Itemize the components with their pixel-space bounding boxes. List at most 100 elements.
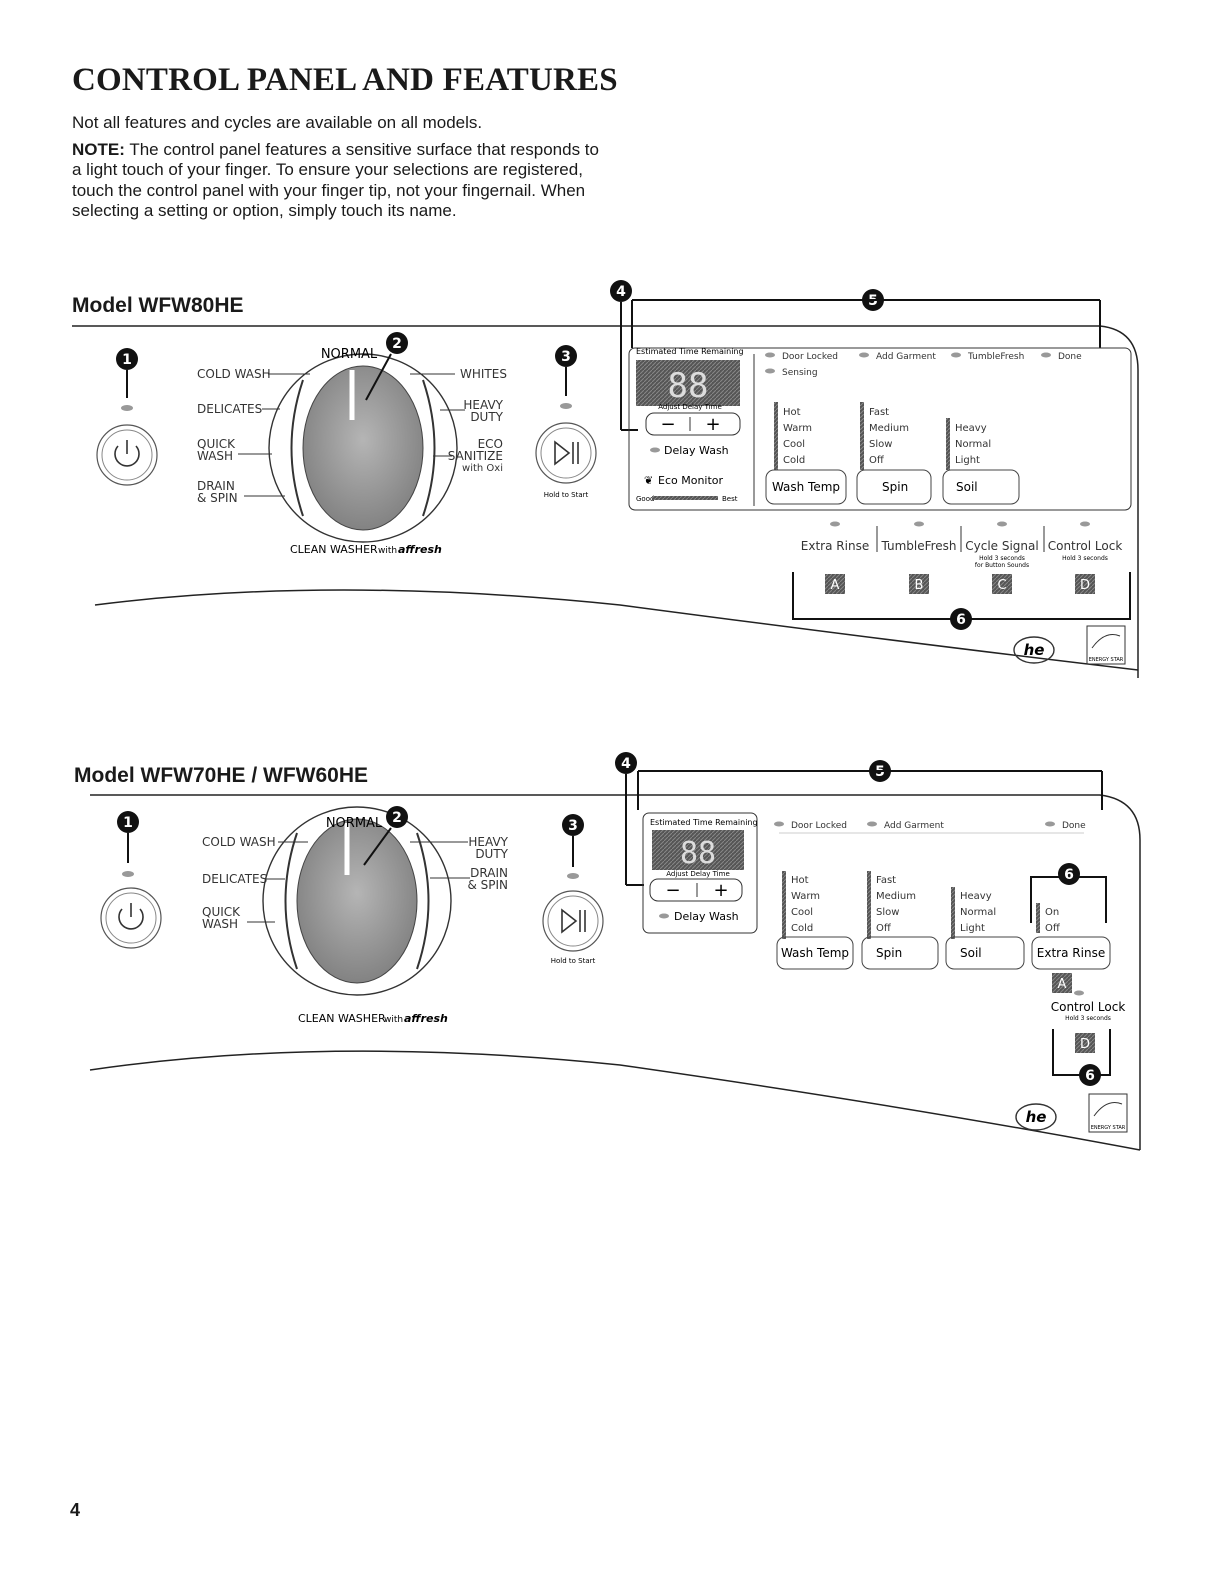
m2-soil-light: Light [960, 923, 985, 934]
panel2-bottom-curve [89, 1050, 1141, 1151]
m2-wash-temp-button[interactable] [776, 936, 854, 970]
eco-meter [652, 496, 718, 500]
m2-extra-rinse-button[interactable] [1031, 936, 1111, 970]
m2-callout-6a-badge [1058, 863, 1080, 885]
wash-temp-button[interactable] [765, 469, 847, 505]
m2-delay-minus-button[interactable]: − [665, 880, 680, 901]
m2-status-add-garment: Add Garment [884, 821, 944, 831]
soil-button[interactable] [942, 469, 1020, 505]
m2-rinse-on: On [1045, 907, 1059, 918]
delay-wash-button[interactable]: Delay Wash [664, 444, 729, 457]
option-tumblefresh[interactable]: TumbleFresh [880, 539, 956, 553]
option-cycle-signal[interactable]: Cycle Signal [965, 539, 1038, 553]
m2-dial-cold-wash[interactable]: COLD WASH [202, 835, 276, 849]
m2-dial-heavy-duty-2[interactable]: DUTY [475, 847, 508, 861]
wash-temp-label: Wash Temp [772, 480, 840, 494]
m2-time-display [652, 830, 744, 870]
m2-soil-label: Soil [960, 946, 982, 960]
m2-cycle-dial[interactable] [262, 806, 452, 996]
dial-eco-sanitize-2[interactable]: SANITIZE [448, 449, 503, 463]
m2-dial-quick-wash-2[interactable]: WASH [202, 917, 238, 931]
dial-heavy-duty-2[interactable]: DUTY [470, 410, 503, 424]
cycle-signal-hint-1: Hold 3 seconds [979, 555, 1025, 562]
key-c-label: C [997, 578, 1006, 593]
dial-cold-wash[interactable]: COLD WASH [197, 367, 271, 381]
dial-drain-spin-1[interactable]: DRAIN [197, 479, 235, 493]
callout-3-badge [555, 345, 577, 367]
dial-normal[interactable]: NORMAL [321, 347, 378, 362]
dial-quick-wash-1[interactable]: QUICK [197, 437, 236, 451]
m2-dial-drain-spin-1[interactable]: DRAIN [470, 866, 508, 880]
callout-2-badge [386, 332, 408, 354]
power-button[interactable] [96, 424, 158, 486]
soil-heavy: Heavy [955, 423, 987, 434]
m2-soil-button[interactable] [945, 936, 1025, 970]
key-a [825, 574, 845, 594]
delay-plus-button[interactable]: + [705, 414, 720, 435]
callout-3: 3 [561, 349, 571, 365]
delay-minus-button[interactable]: − [660, 414, 675, 435]
m2-control-lock[interactable]: Control Lock [1051, 1000, 1126, 1014]
m2-callout-4: 4 [621, 756, 631, 772]
callout-6-badge [950, 608, 972, 630]
dial-clean-washer-with: with [378, 546, 397, 556]
dial-drain-spin-2[interactable]: & SPIN [197, 491, 238, 505]
status-tumblefresh: TumbleFresh [967, 352, 1024, 362]
callout-6: 6 [956, 612, 966, 628]
panel-bottom-curve [94, 589, 1139, 671]
cycle-dial[interactable] [268, 353, 458, 543]
m2-he-logo-text: he [1026, 1108, 1047, 1126]
dial-eco-sanitize-1[interactable]: ECO [478, 437, 503, 451]
status-door-locked: Door Locked [782, 352, 838, 362]
m2-dial-clean-washer[interactable]: CLEAN WASHER [298, 1012, 386, 1025]
m2-start-pause-button[interactable] [542, 890, 604, 952]
m2-dial-delicates[interactable]: DELICATES [202, 872, 267, 886]
power-icon [114, 440, 140, 467]
option-extra-rinse[interactable]: Extra Rinse [801, 539, 869, 553]
m2-callout-6b: 6 [1085, 1068, 1095, 1084]
start-pause-button[interactable] [535, 422, 597, 484]
m2-hold-to-start: Hold to Start [551, 957, 596, 965]
key-c [992, 574, 1012, 594]
m2-spin-button[interactable] [861, 936, 939, 970]
soil-light: Light [955, 455, 980, 466]
panel2-right-edge [1099, 794, 1141, 1150]
m2-delay-adjust-control [649, 878, 743, 902]
eco-monitor-label: Eco Monitor [658, 474, 724, 487]
option-control-lock[interactable]: Control Lock [1048, 539, 1123, 553]
dial-heavy-duty-1[interactable]: HEAVY [463, 398, 503, 412]
m2-dial-normal[interactable]: NORMAL [326, 816, 383, 831]
spin-medium: Medium [869, 423, 909, 434]
energy-star-logo [1086, 625, 1126, 665]
m2-dial-clean-washer-with: with [384, 1015, 403, 1025]
time-digits: 88 [668, 366, 709, 406]
m2-callout-2: 2 [392, 810, 402, 826]
m2-callout-1-badge [117, 811, 139, 833]
cycle-signal-hint-2: for Button Sounds [975, 562, 1029, 569]
m2-power-button[interactable] [100, 887, 162, 949]
spin-button[interactable] [856, 469, 932, 505]
temp-hot: Hot [783, 407, 801, 418]
m2-delay-plus-button[interactable]: + [713, 880, 728, 901]
dial-eco-sanitize-3[interactable]: with Oxi [462, 463, 503, 474]
note-text: The control panel features a sensitive s… [72, 139, 599, 221]
m2-spin-slow: Slow [876, 907, 899, 918]
note-label: NOTE: [72, 139, 125, 159]
m2-delay-wash-button[interactable]: Delay Wash [674, 910, 739, 923]
m2-dial-drain-spin-2[interactable]: & SPIN [467, 878, 508, 892]
dial-whites[interactable]: WHITES [460, 367, 507, 381]
key-b-label: B [915, 578, 924, 593]
m2-control-lock-hint: Hold 3 seconds [1065, 1015, 1111, 1022]
model2-panel-diagram: 1 2 NORMAL COLD WASH DELICATES QUICK WAS… [89, 752, 1141, 1151]
eco-good-label: Good [636, 495, 654, 503]
dial-quick-wash-2[interactable]: WASH [197, 449, 233, 463]
spin-off: Off [869, 455, 885, 466]
m2-dial-heavy-duty-1[interactable]: HEAVY [468, 835, 508, 849]
dial-clean-washer[interactable]: CLEAN WASHER [290, 543, 378, 556]
hold-to-start: Hold to Start [544, 491, 589, 499]
dial-delicates[interactable]: DELICATES [197, 402, 262, 416]
m2-soil-normal: Normal [960, 907, 996, 918]
m2-dial-quick-wash-1[interactable]: QUICK [202, 905, 241, 919]
m2-callout-6a: 6 [1064, 867, 1074, 883]
temp-cold: Cold [783, 455, 805, 466]
